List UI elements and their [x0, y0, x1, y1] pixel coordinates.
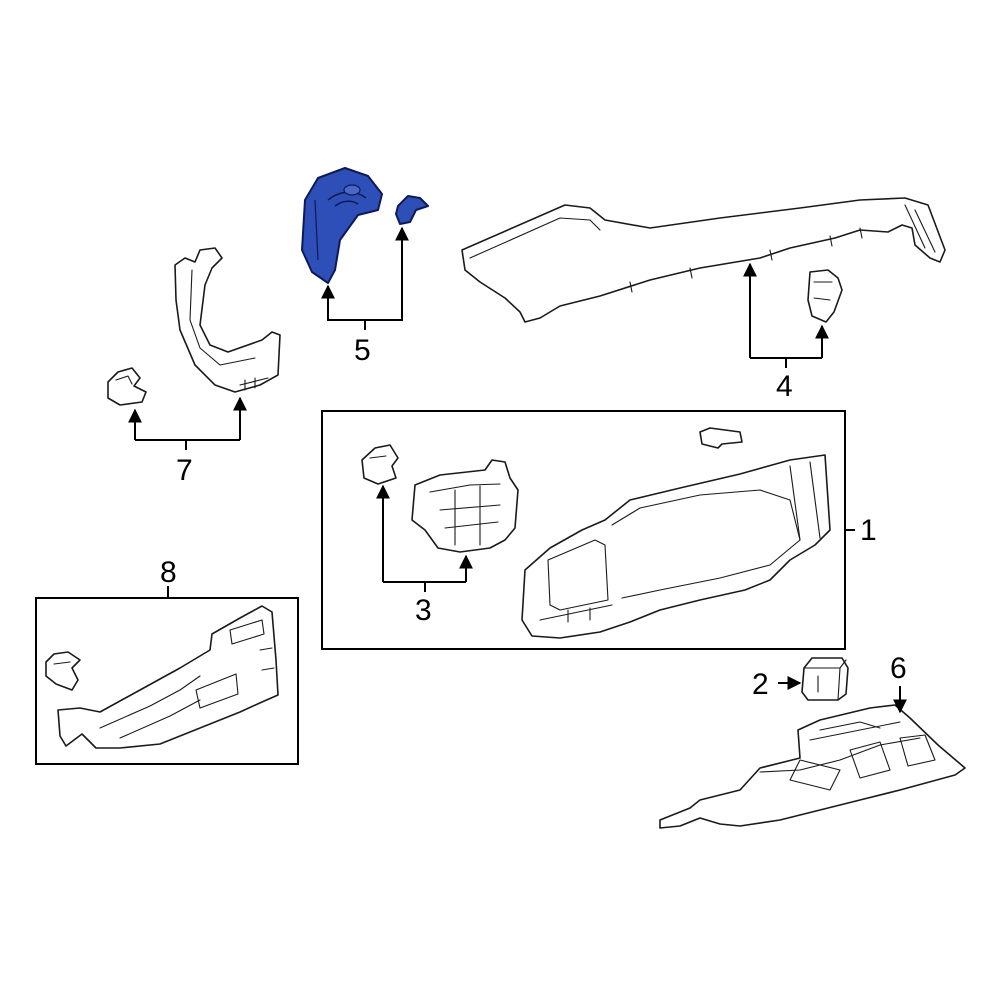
callout-6-label: 6 — [890, 652, 907, 685]
part-1-cluster-panel[interactable] — [521, 454, 831, 639]
part-4-rail[interactable] — [461, 197, 946, 323]
part-2-block[interactable] — [801, 657, 849, 701]
callout-7-leader — [128, 396, 247, 450]
callout-8-label: 8 — [160, 556, 177, 589]
part-7-clip[interactable] — [107, 367, 147, 406]
callout-4-label: 4 — [776, 370, 793, 403]
callout-3-leader — [376, 484, 473, 592]
callout-2-label: 2 — [752, 668, 769, 701]
part-5-clip[interactable] — [395, 195, 429, 225]
callout-5-label: 5 — [354, 334, 371, 367]
callout-1-label: 1 — [860, 514, 877, 547]
part-8-lower-panel[interactable] — [57, 605, 279, 749]
part-7-panel[interactable] — [174, 247, 281, 393]
part-3-clip[interactable] — [361, 444, 399, 485]
part-3-bracket[interactable] — [411, 459, 519, 553]
callout-4-leader — [743, 262, 829, 368]
part-5-cover[interactable] — [301, 167, 383, 284]
part-6-under-panel[interactable] — [659, 704, 966, 829]
part-1-small-clip[interactable] — [699, 427, 743, 449]
callout-7-label: 7 — [176, 454, 193, 487]
part-4-clip[interactable] — [807, 269, 843, 323]
part-8-clip[interactable] — [45, 651, 81, 691]
callout-3-label: 3 — [415, 594, 432, 627]
callout-5-leader — [321, 226, 409, 330]
